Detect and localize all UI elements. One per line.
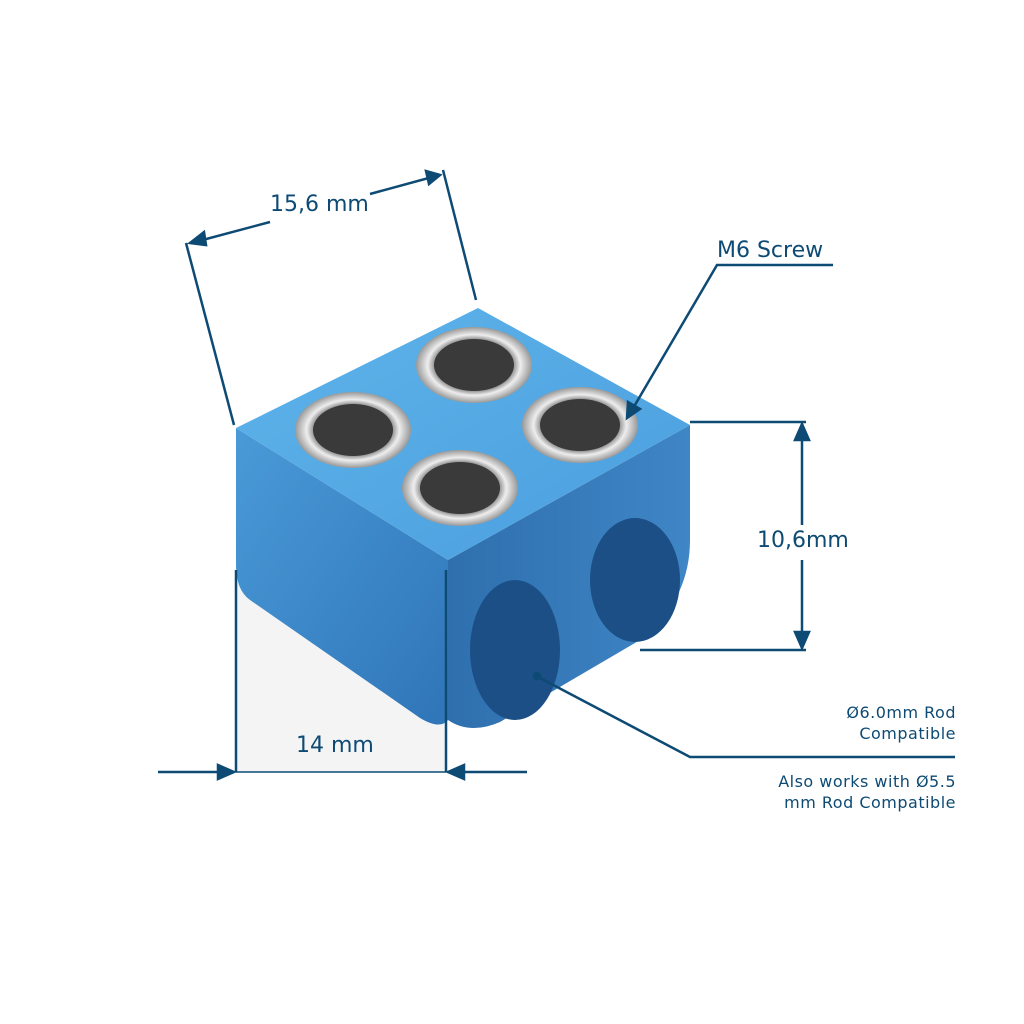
- screw-front: [402, 450, 518, 526]
- screw-callout: M6 Screw: [717, 238, 824, 263]
- rod-hole-back: [590, 518, 680, 642]
- alt-rod-callout-line2: mm Rod Compatible: [784, 793, 956, 812]
- alt-rod-callout-line1: Also works with Ø5.5: [778, 772, 956, 791]
- rod-hole-front: [470, 580, 560, 720]
- depth-dimension: [184, 169, 478, 426]
- alt-rod-callout: Also works with Ø5.5 mm Rod Compatible: [778, 771, 956, 813]
- screw-leader: [625, 263, 833, 421]
- screw-right: [522, 387, 638, 463]
- height-dimension: [640, 420, 811, 652]
- height-label: 10,6mm: [757, 528, 849, 553]
- rod-leader: [532, 671, 955, 759]
- block-top-face: [236, 308, 690, 560]
- rod-callout: Ø6.0mm Rod Compatible: [846, 702, 956, 744]
- width-dimension: [158, 570, 527, 781]
- block-left-face: [236, 428, 448, 725]
- screw-top: [416, 327, 532, 403]
- rod-callout-line2: Compatible: [859, 724, 956, 743]
- depth-label: 15,6 mm: [270, 192, 369, 217]
- rod-callout-line1: Ø6.0mm Rod: [846, 703, 956, 722]
- width-label: 14 mm: [296, 733, 374, 758]
- screw-left: [295, 392, 411, 468]
